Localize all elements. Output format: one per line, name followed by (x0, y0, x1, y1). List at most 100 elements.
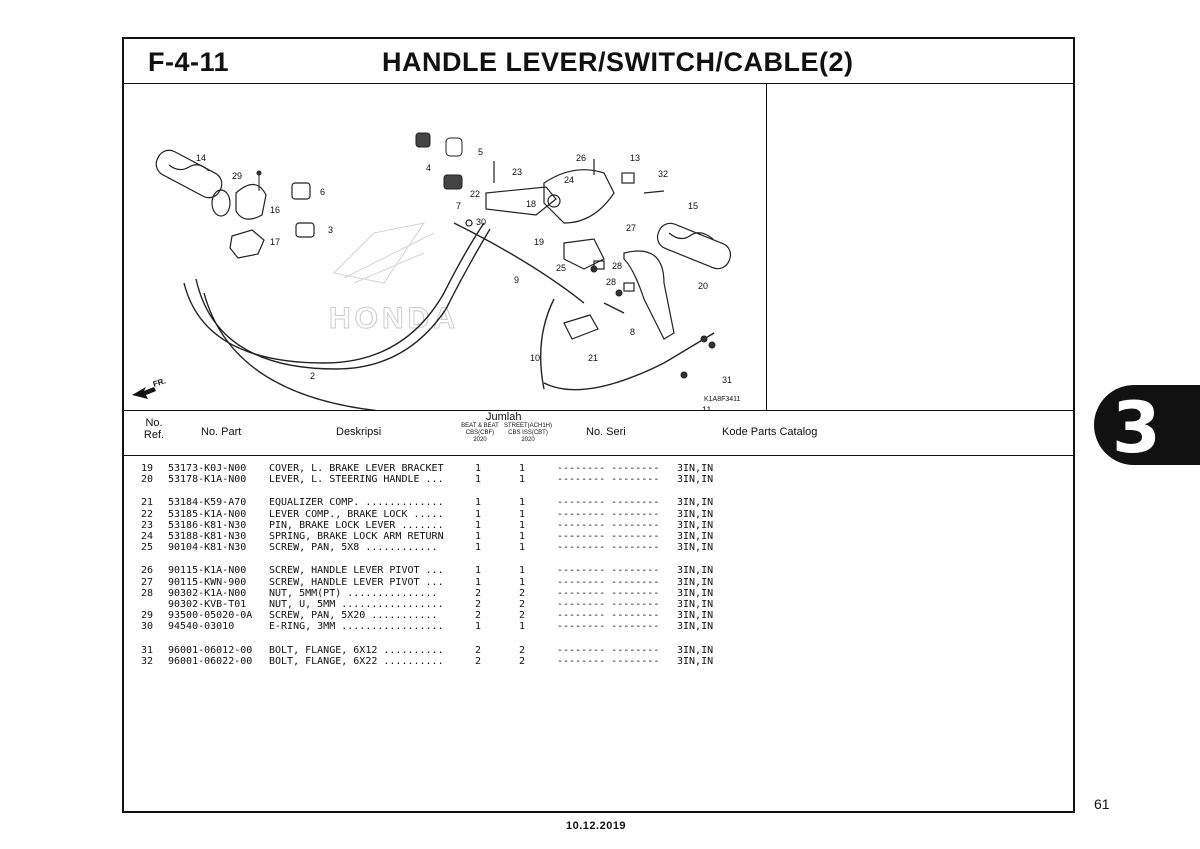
cell-ref: 22 (141, 508, 154, 520)
cell-desc: BOLT, FLANGE, 6X22 .......... (269, 655, 444, 667)
brake-lever (623, 250, 675, 340)
callout-10: 10 (530, 353, 540, 363)
cell-qa: 1 (475, 497, 482, 509)
cell-desc: EQUALIZER COMP. ............. (269, 497, 444, 509)
cell-seri: -------- -------- (557, 655, 660, 667)
cell-ref: 23 (141, 519, 154, 531)
cell-seri: -------- -------- (557, 610, 660, 622)
cell-kode: 3IN,IN (677, 587, 714, 599)
cell-seri: -------- -------- (557, 508, 660, 520)
cell-part: 90302-KVB-T01 (168, 599, 247, 610)
section-tab: 3 (1094, 385, 1200, 469)
cell-desc: NUT, U, 5MM ................. (269, 599, 444, 610)
cell-desc: SCREW, HANDLE LEVER PIVOT ... (269, 565, 444, 577)
cell-part: 53184-K59-A70 (168, 497, 247, 509)
cell-seri: -------- -------- (557, 621, 660, 633)
blank-panel (767, 83, 1073, 411)
cell-desc: SCREW, PAN, 5X20 ........... (269, 610, 438, 622)
cell-qa: 2 (475, 644, 482, 656)
cell-qa: 2 (475, 587, 482, 599)
callout-3: 3 (328, 225, 333, 235)
cell-qa: 2 (475, 655, 482, 667)
figure-title: HANDLE LEVER/SWITCH/CABLE(2) (382, 47, 854, 77)
cell-qb: 1 (519, 474, 526, 486)
callout-7: 7 (456, 201, 461, 211)
cell-qb: 2 (519, 644, 526, 656)
cell-seri: -------- -------- (557, 644, 660, 656)
cell-qa: 1 (475, 508, 482, 520)
cell-ref: 28 (141, 587, 154, 599)
cell-desc: LEVER, L. STEERING HANDLE ... (269, 474, 444, 486)
fasteners (256, 170, 716, 379)
callout-30: 30 (476, 217, 486, 227)
col-no-seri: No. Seri (586, 426, 626, 438)
cell-qa: 1 (475, 519, 482, 531)
callout-32: 32 (658, 169, 668, 179)
cell-kode: 3IN,IN (677, 531, 714, 542)
cell-qa: 1 (475, 474, 482, 486)
callout-28: 28 (606, 277, 616, 287)
callout-22: 22 (470, 189, 480, 199)
cell-kode: 3IN,IN (677, 621, 714, 633)
callout-24: 24 (564, 175, 574, 185)
print-date: 10.12.2019 (566, 820, 627, 832)
title-bar: F-4-11 HANDLE LEVER/SWITCH/CABLE(2) (124, 39, 1073, 84)
cell-seri: -------- -------- (557, 542, 660, 554)
callout-18: 18 (526, 199, 536, 209)
cell-kode: 3IN,IN (677, 519, 714, 531)
page-number: 61 (1094, 796, 1110, 812)
col-no-ref: No. Ref. (143, 417, 165, 441)
callout-21: 21 (588, 353, 598, 363)
cell-qa: 2 (475, 610, 482, 622)
callout-20: 20 (698, 281, 708, 291)
cell-qa: 1 (475, 621, 482, 633)
cell-seri: -------- -------- (557, 565, 660, 577)
page-frame: F-4-11 HANDLE LEVER/SWITCH/CABLE(2) HOND… (122, 37, 1075, 813)
cell-seri: -------- -------- (557, 576, 660, 588)
callout-16: 16 (270, 205, 280, 215)
cell-qa: 1 (475, 531, 482, 542)
cell-part: 96001-06012-00 (168, 644, 253, 656)
cell-part: 94540-03010 (168, 621, 235, 633)
cell-seri: -------- -------- (557, 531, 660, 542)
switch-knobs (415, 132, 463, 190)
cell-qb: 2 (519, 587, 526, 599)
cell-kode: 3IN,IN (677, 497, 714, 509)
cell-part: 90115-KWN-900 (168, 576, 247, 588)
col-model-b: STREET(ACH1H) CBS ISS(CBT) 2020 (503, 423, 552, 443)
callout-28: 28 (612, 261, 622, 271)
cell-qa: 1 (475, 576, 482, 588)
callout-26: 26 (576, 153, 586, 163)
switch-housing (229, 182, 315, 259)
cell-qb: 2 (519, 610, 526, 622)
cell-qb: 1 (519, 542, 526, 554)
honda-watermark (332, 222, 435, 284)
left-grip (155, 149, 231, 217)
cell-desc: SCREW, PAN, 5X8 ............ (269, 542, 438, 554)
callout-2: 2 (310, 371, 315, 381)
equalizer (563, 314, 599, 340)
cell-kode: 3IN,IN (677, 565, 714, 577)
lever-bracket (543, 159, 665, 224)
drawing-code: K1A8F3411 (704, 396, 741, 403)
cell-seri: -------- -------- (557, 474, 660, 486)
cell-ref: 19 (141, 463, 154, 474)
cell-kode: 3IN,IN (677, 474, 714, 486)
callout-12: 12 (638, 409, 648, 410)
cell-ref: 31 (141, 644, 154, 656)
cell-desc: E-RING, 3MM ................. (269, 621, 444, 633)
callout-27: 27 (626, 223, 636, 233)
callout-15: 15 (688, 201, 698, 211)
cell-qb: 1 (519, 519, 526, 531)
col-deskripsi: Deskripsi (336, 426, 382, 438)
cell-part: 90104-K81-N30 (168, 542, 247, 554)
cell-qb: 1 (519, 621, 526, 633)
cell-desc: PIN, BRAKE LOCK LEVER ....... (269, 519, 444, 531)
cell-kode: 3IN,IN (677, 542, 714, 554)
cell-ref: 32 (141, 655, 154, 667)
fr-arrow: FR. (132, 376, 167, 399)
callout-25: 25 (556, 263, 566, 273)
cell-seri: -------- -------- (557, 587, 660, 599)
cell-part: 93500-05020-0A (168, 610, 253, 622)
